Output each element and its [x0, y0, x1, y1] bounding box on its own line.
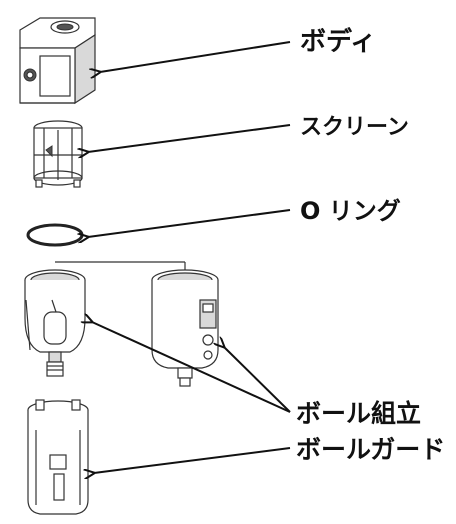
bowl-guard-part — [27, 399, 89, 515]
label-bowl-assembly: ボール組立 — [296, 399, 421, 428]
label-o-ring: O リング — [300, 197, 401, 225]
label-body: ボディ — [300, 26, 376, 57]
leader-line-body — [100, 41, 291, 72]
body-part — [19, 17, 96, 105]
leader-line-oring — [88, 209, 291, 237]
o-ring-part — [26, 223, 84, 247]
leader-line-guard — [94, 447, 291, 473]
label-screen: スクリーン — [300, 115, 409, 140]
leader-line-bowl-left — [92, 322, 291, 413]
label-bowl-guard: ボールガード — [296, 435, 445, 464]
bowl-assembly-right — [151, 269, 219, 387]
bowl-assembly-left — [24, 269, 86, 377]
leader-line-bowl-right — [224, 347, 291, 413]
screen-part — [33, 120, 83, 188]
leader-lines — [88, 41, 291, 473]
leader-line-screen — [88, 124, 291, 152]
